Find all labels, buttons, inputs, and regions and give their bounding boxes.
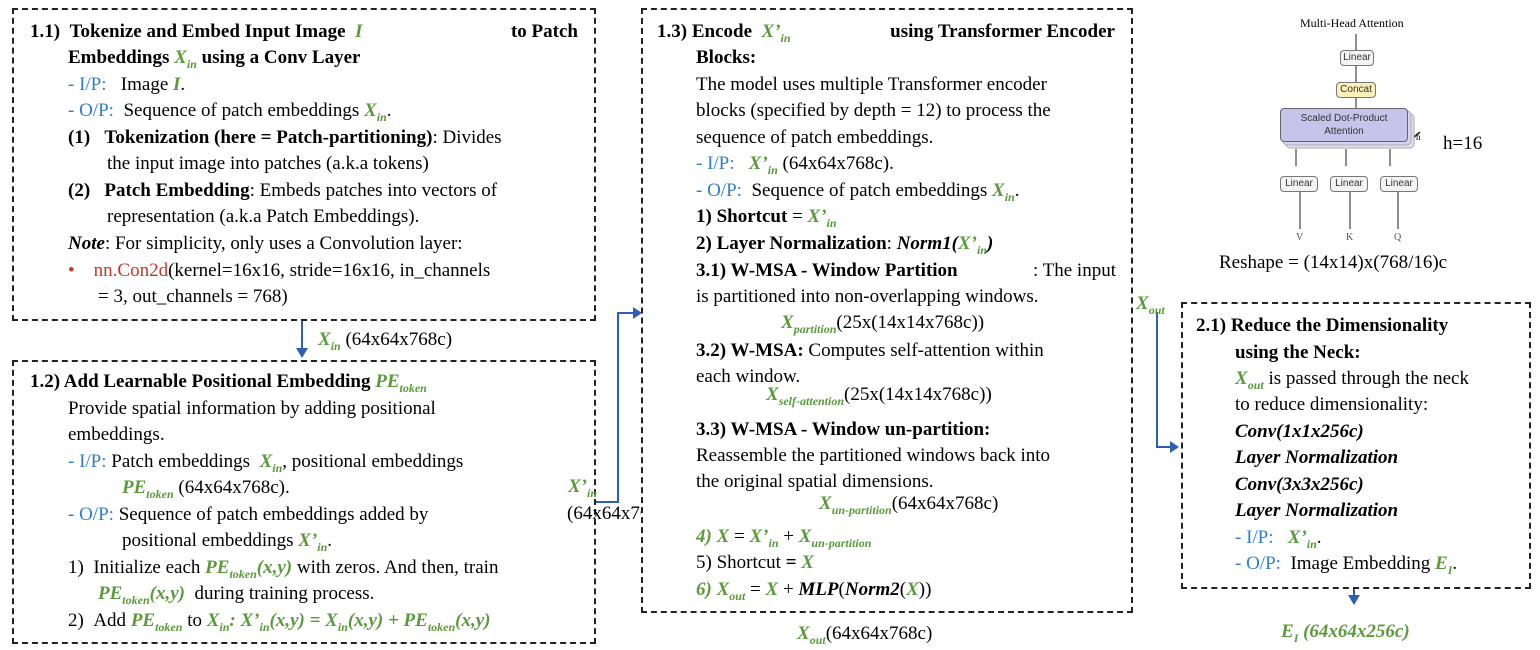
box12-step1: 1) Initialize each PEtoken(x,y) with zer… (68, 557, 499, 581)
box13-heading-line2: Blocks: (696, 47, 757, 68)
box13-input: - I/P: X’in (64x64x768c). (696, 153, 894, 177)
box11-conv-line: • nn.Con2d(kernel=16x16, stride=16x16, i… (68, 260, 491, 281)
box21-p1: Xout is passed through the neck (1235, 368, 1469, 392)
box13-selfatt: Xself-attention(25x(14x14x768c)) (766, 384, 992, 408)
box12-desc1: Provide spatial information by adding po… (68, 398, 436, 419)
box13-partition: Xpartition(25x(14x14x768c)) (781, 312, 985, 336)
box21-p2: to reduce dimensionality: (1235, 394, 1429, 415)
box12-heading: 1.2) Add Learnable Positional Embedding … (30, 371, 427, 395)
arrow-11-to-12-shaft (301, 321, 303, 351)
box13-p3: sequence of patch embeddings. (696, 127, 934, 148)
heads-label: h=16 (1443, 133, 1483, 154)
mha-linear-k: Linear (1330, 176, 1368, 192)
box13-step33: 3.3) W-MSA - Window un-partition: (696, 419, 991, 440)
connector-13-to-21-horizontal (1156, 446, 1172, 448)
box13-output: - O/P: Sequence of patch embeddings Xin. (696, 180, 1020, 204)
mha-h-label: h (1416, 132, 1421, 142)
box13-step6: 6) Xout = X + MLP(Norm2(X)) (696, 579, 932, 603)
box13-step32-line2: each window. (696, 366, 801, 387)
box21-norm2: Layer Normalization (1235, 500, 1399, 521)
final-output-label: EI (64x64x256c) (1281, 621, 1410, 645)
connector-12-to-13-top (617, 312, 635, 314)
box13-p1: The model uses multiple Transformer enco… (696, 74, 1047, 95)
box11-item2: (2) Patch Embedding: Embeds patches into… (68, 180, 498, 201)
box12-output: - O/P: Sequence of patch embeddings adde… (68, 504, 429, 525)
box-positional-embedding (12, 360, 596, 644)
final-arrow-head (1348, 595, 1360, 605)
multi-head-attention-figure: Multi-Head Attention Linear Concat Scale… (1260, 14, 1500, 246)
box13-p2: blocks (specified by depth = 12) to proc… (696, 100, 1051, 121)
box21-output: - O/P: Image Embedding EI. (1235, 553, 1458, 577)
box13-step31: 3.1) W-MSA - Window Partition: The input (696, 260, 1116, 281)
box21-input: - I/P: X’in. (1235, 527, 1322, 551)
box11-item1-line2: the input image into patches (a.k.a toke… (107, 153, 429, 174)
box13-step33-line2: Reassemble the partitioned windows back … (696, 445, 1051, 466)
mha-q-label: Q (1394, 232, 1402, 243)
box21-conv2: Conv(3x3x256c) (1235, 474, 1364, 495)
connector-12-to-13-head (633, 307, 642, 319)
box-tokenize-embed (12, 8, 596, 321)
mha-title: Multi-Head Attention (1300, 16, 1404, 30)
box11-note: Note: For simplicity, only uses a Convol… (68, 233, 463, 254)
box-transformer-encoder (641, 8, 1133, 613)
mha-k-label: K (1346, 232, 1354, 243)
box11-input: - I/P: Image I. (68, 74, 186, 95)
box-neck (1181, 302, 1531, 589)
mha-sdpa-line2: Attention (1324, 126, 1364, 137)
mha-linear-top: Linear (1340, 50, 1374, 66)
mha-v-label: V (1296, 232, 1304, 243)
box21-heading-line2: using the Neck: (1235, 342, 1361, 363)
mha-linear-q: Linear (1380, 176, 1418, 192)
box13-step31-line2: is partitioned into non-overlapping wind… (696, 286, 1039, 307)
box11-item1: (1) Tokenization (here = Patch-partition… (68, 127, 502, 148)
box12-input-line2: PEtoken (64x64x768c). (122, 477, 290, 501)
box13-step32: 3.2) W-MSA: Computes self-attention with… (696, 340, 1044, 361)
connector-12-to-13-vertical (617, 312, 619, 503)
arrow1-label: Xin (64x64x768c) (318, 329, 453, 353)
box13-step4: 4) X = X’in + Xun-partition (696, 526, 872, 550)
connector-13-to-21-vertical (1156, 312, 1158, 447)
box12-output-line2: positional embeddings X’in. (122, 530, 333, 554)
box21-conv1: Conv(1x1x256c) (1235, 421, 1364, 442)
box13-unpartition: Xun-partition(64x64x768c) (819, 493, 999, 517)
mha-concat: Concat (1336, 82, 1376, 98)
box13-step33-line3: the original spatial dimensions. (696, 471, 934, 492)
box11-conv-line2: = 3, out_channels = 768) (98, 286, 288, 307)
mha-linear-v: Linear (1280, 176, 1318, 192)
reshape-label: Reshape = (14x14)x(768/16)c (1219, 252, 1448, 273)
box11-heading-line1: 1.1) Tokenize and Embed Input Image I to… (30, 21, 578, 42)
box21-norm1: Layer Normalization (1235, 447, 1399, 468)
arrow-11-to-12-head (296, 348, 308, 358)
box11-output: - O/P: Sequence of patch embeddings Xin. (68, 100, 392, 124)
connector-12-to-13-horizontal (596, 501, 618, 503)
box11-item2-line2: representation (a.k.a Patch Embeddings). (107, 206, 420, 227)
mha-sdpa-block: Scaled Dot-Product Attention (1280, 108, 1408, 142)
box13-heading: 1.3) Encode X’in using Transformer Encod… (657, 21, 1115, 45)
box12-desc2: embeddings. (68, 424, 165, 445)
box21-heading: 2.1) Reduce the Dimensionality (1196, 315, 1449, 336)
final-arrow-shaft (1353, 589, 1355, 595)
box13-bottom-output: Xout(64x64x768c) (797, 623, 933, 647)
box13-step1: 1) Shortcut = X’in (696, 206, 837, 230)
box12-input: - I/P: Patch embeddings Xin, positional … (68, 451, 464, 475)
box13-step5: 5) Shortcut = X (696, 552, 814, 573)
box12-step1-line2: PEtoken(x,y) during training process. (98, 583, 375, 607)
xout-connector-label: Xout (1136, 293, 1165, 317)
mha-sdpa-line1: Scaled Dot-Product (1300, 113, 1388, 124)
box12-step2: 2) Add PEtoken to Xin: X’in(x,y) = Xin(x… (68, 610, 491, 634)
mid-xprime-label: X’in (568, 476, 598, 500)
connector-13-to-21-head (1170, 441, 1179, 453)
box11-heading-line2: Embeddings Xin using a Conv Layer (68, 47, 361, 71)
box13-step2: 2) Layer Normalization: Norm1(X’in) (696, 233, 994, 257)
